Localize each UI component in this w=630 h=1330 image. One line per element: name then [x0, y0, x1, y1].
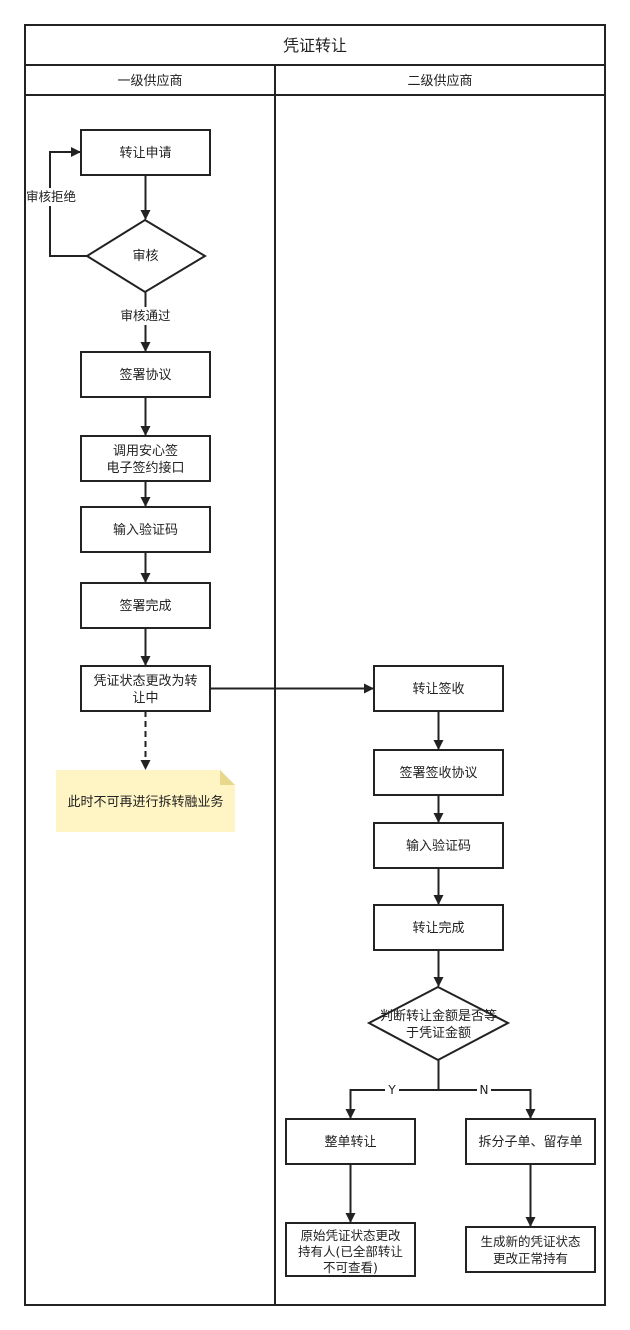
node-sign-agreement-label: 签署协议	[119, 367, 171, 383]
edge-judge-no	[438, 1089, 536, 1119]
node-split-label: 拆分子单、留存单	[478, 1135, 582, 1150]
edge-label-yes: Y	[387, 1083, 396, 1097]
node-enter-code-2-label: 输入验证码	[406, 838, 471, 854]
note-sticky: 此时不可再进行拆转融业务	[56, 770, 235, 832]
node-call-esign-label-1: 调用安心签	[113, 443, 178, 459]
edge-judge-yes	[345, 1089, 439, 1119]
node-judge-label-2: 于凭证金额	[406, 1025, 471, 1041]
node-enter-code-1-label: 输入验证码	[113, 522, 178, 538]
node-enter-code-1: 输入验证码	[80, 506, 211, 553]
node-transfer-apply-label: 转让申请	[119, 146, 171, 161]
node-review-label: 审核	[132, 249, 158, 264]
node-sign-agreement: 签署协议	[80, 351, 211, 398]
diagram-title: 凭证转让	[283, 36, 347, 55]
node-call-esign: 调用安心签 电子签约接口	[80, 435, 211, 482]
node-judge-label-1: 判断转让金额是否等	[380, 1008, 497, 1024]
node-sign-done-label: 签署完成	[119, 598, 171, 614]
edge-label-no-bg	[477, 1083, 491, 1097]
node-sign-receive-agreement: 签署签收协议	[373, 749, 504, 796]
edge-label-yes-bg	[385, 1083, 399, 1097]
node-status-change: 凭证状态更改为转 让中	[80, 665, 211, 712]
node-transfer-done-label: 转让完成	[412, 921, 464, 936]
note-label: 此时不可再进行拆转融业务	[67, 794, 223, 810]
node-status-change-label-1: 凭证状态更改为转	[93, 674, 197, 689]
node-transfer-apply: 转让申请	[80, 129, 211, 176]
node-new-status-label-2: 更改正常持有	[493, 1251, 568, 1266]
node-sign-receive-agreement-label: 签署签收协议	[399, 765, 477, 781]
node-receive-label: 转让签收	[412, 681, 464, 697]
node-call-esign-label-2: 电子签约接口	[106, 460, 184, 476]
node-original-status: 原始凭证状态更改 持有人(已全部转让 不可查看)	[285, 1222, 416, 1277]
edge-label-no: N	[480, 1083, 489, 1097]
node-new-status: 生成新的凭证状态 更改正常持有	[465, 1226, 596, 1273]
node-split: 拆分子单、留存单	[465, 1118, 596, 1165]
node-enter-code-2: 输入验证码	[373, 822, 504, 869]
node-original-status-label-3: 不可查看)	[323, 1260, 378, 1275]
node-sign-done: 签署完成	[80, 582, 211, 629]
edge-label-pass: 审核通过	[120, 308, 171, 323]
lane-header-tier1: 一级供应商	[117, 73, 182, 89]
node-judge: 判断转让金额是否等 于凭证金额	[366, 985, 511, 1062]
node-original-status-label-2: 持有人(已全部转让	[298, 1244, 403, 1259]
node-transfer-done: 转让完成	[373, 904, 504, 951]
node-new-status-label-1: 生成新的凭证状态	[480, 1234, 580, 1249]
edge-label-reject: 审核拒绝	[26, 189, 76, 204]
edge-label-pass-bg	[116, 307, 176, 325]
edge-label-reject-bg	[26, 188, 78, 206]
swimlane-frame	[24, 24, 606, 1306]
node-review: 审核	[85, 218, 207, 294]
node-receive: 转让签收	[373, 665, 504, 712]
node-status-change-label-2: 让中	[132, 691, 158, 706]
node-original-status-label-1: 原始凭证状态更改	[300, 1228, 401, 1243]
lane-header-tier2: 二级供应商	[407, 73, 472, 89]
node-whole-transfer-label: 整单转让	[324, 1135, 376, 1150]
node-whole-transfer: 整单转让	[285, 1118, 416, 1165]
